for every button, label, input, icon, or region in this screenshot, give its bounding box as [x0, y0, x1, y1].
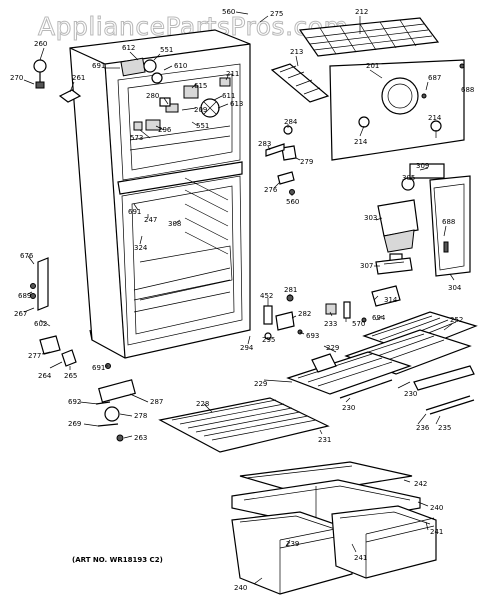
callout-label: 613	[230, 100, 243, 108]
callout-label: 691	[128, 208, 141, 216]
callout-label: 275	[270, 10, 283, 18]
callout-label: 305	[402, 174, 415, 182]
callout-label: 231	[318, 436, 331, 444]
callout-label: 229	[326, 344, 339, 352]
callout-label: 691	[92, 62, 105, 70]
callout-label: 694	[372, 314, 386, 322]
callout-label: 239	[286, 540, 299, 548]
callout-label: 242	[414, 480, 427, 488]
callout-label: 284	[284, 118, 298, 126]
callout-label: 309	[416, 162, 429, 170]
callout-label: 676	[20, 252, 34, 260]
bottom-hinge-parts	[30, 257, 136, 442]
freezer-wire-shelf	[298, 17, 440, 57]
callout-label: 308	[168, 220, 181, 228]
callout-label: 235	[438, 424, 451, 432]
callout-label: 282	[298, 310, 311, 318]
callout-label: 615	[194, 82, 207, 90]
callout-label: 303	[364, 214, 377, 222]
callout-label: 687	[428, 74, 441, 82]
callout-label: 209	[194, 106, 207, 114]
callout-label: 229	[254, 380, 267, 388]
callout-label: 241	[430, 528, 443, 536]
callout-label: 560	[286, 198, 299, 206]
callout-label: 688	[442, 218, 455, 226]
callout-label: 304	[448, 284, 462, 292]
callout-label: 692	[68, 398, 81, 406]
callout-label: 691	[92, 364, 105, 372]
callout-label: 263	[134, 434, 147, 442]
callout-label: 280	[146, 92, 159, 100]
callout-label: 240	[430, 504, 443, 512]
callout-label: 314	[384, 296, 398, 304]
callout-label: 452	[260, 292, 273, 300]
callout-label: 573	[130, 134, 143, 142]
callout-label: 551	[196, 122, 209, 130]
crisper-drawers	[231, 505, 437, 595]
callout-label: 277	[28, 352, 41, 360]
freezer-fan-assembly	[120, 57, 231, 131]
leader-lines	[23, 11, 465, 585]
callout-label: 228	[196, 400, 209, 408]
ice-tray	[270, 63, 330, 103]
callout-label: 611	[222, 92, 235, 100]
callout-label: 267	[14, 310, 27, 318]
callout-label: 281	[284, 286, 297, 294]
callout-label: 560	[222, 8, 235, 16]
callout-label: 214	[354, 138, 368, 146]
callout-label: 264	[38, 372, 52, 380]
glass-shelf	[158, 397, 330, 453]
callout-label: 287	[150, 398, 163, 406]
callout-labels: 560 275 212 260 612 551 213 691 610 201 …	[10, 8, 474, 592]
art-number: (ART NO. WR18193 C2)	[72, 556, 163, 564]
callout-label: 279	[300, 158, 313, 166]
callout-label: 612	[122, 44, 135, 52]
callout-label: 610	[174, 62, 187, 70]
callout-label: 296	[158, 126, 172, 134]
callout-label: 269	[68, 420, 81, 428]
callout-label: 278	[134, 412, 147, 420]
callout-label: 252	[450, 316, 463, 324]
light-assembly	[265, 125, 297, 195]
callout-label: 230	[404, 390, 417, 398]
callout-label: 230	[342, 404, 355, 412]
watermark: AppliancePartsPros.com	[38, 12, 348, 41]
callout-label: 689	[18, 292, 31, 300]
callout-label: 295	[262, 336, 275, 344]
callout-label: 240	[234, 584, 247, 592]
callout-label: 247	[144, 216, 157, 224]
callout-label: 260	[34, 40, 47, 48]
callout-label: 283	[258, 140, 271, 148]
callout-label: 270	[10, 74, 23, 82]
callout-label: 214	[428, 114, 442, 122]
callout-label: 213	[290, 48, 303, 56]
callout-label: 688	[461, 86, 474, 94]
callout-label: 211	[226, 70, 239, 78]
callout-label: 212	[355, 8, 368, 16]
callout-label: 265	[64, 372, 77, 380]
callout-label: 276	[264, 186, 278, 194]
evaporator-cover	[329, 59, 465, 161]
fresh-food-shelves	[286, 311, 478, 415]
callout-label: 236	[416, 424, 430, 432]
callout-label: 261	[72, 74, 85, 82]
callout-label: 294	[240, 344, 254, 352]
callout-label: 693	[306, 332, 319, 340]
callout-label: 241	[354, 554, 367, 562]
callout-label: 551	[160, 46, 173, 54]
callout-label: 201	[366, 62, 379, 70]
callout-label: 324	[134, 244, 148, 252]
callout-label: 602	[34, 320, 47, 328]
callout-label: 307	[360, 262, 373, 270]
callout-label: 570	[352, 320, 365, 328]
callout-label: 233	[324, 320, 337, 328]
control-housing	[375, 163, 471, 277]
